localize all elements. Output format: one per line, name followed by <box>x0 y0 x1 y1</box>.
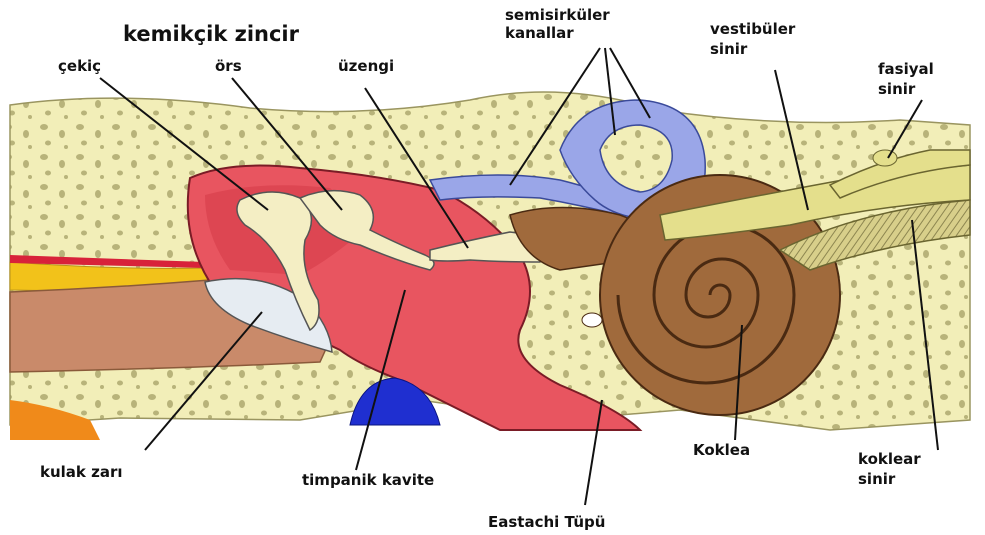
label-koklear-2: sinir <box>858 470 895 488</box>
label-fasiyal-1: fasiyal <box>878 60 934 78</box>
facial-nerve-end <box>873 150 897 166</box>
label-koklear-1: koklear <box>858 450 921 468</box>
label-semisirkuler-2: kanallar <box>505 24 574 42</box>
label-kulak-zari: kulak zarı <box>40 463 123 481</box>
label-cekic: çekiç <box>58 57 101 75</box>
label-koklea: Koklea <box>693 441 750 459</box>
label-uzengi: üzengi <box>338 57 394 75</box>
label-vestibuler-1: vestibüler <box>710 20 795 38</box>
label-eastachi-tupu: Eastachi Tüpü <box>488 513 605 531</box>
label-fasiyal-2: sinir <box>878 80 915 98</box>
label-vestibuler-2: sinir <box>710 40 747 58</box>
label-ors: örs <box>215 57 242 75</box>
label-timpanik-kavite: timpanik kavite <box>302 471 434 489</box>
diagram-title: kemikçik zincir <box>123 22 299 46</box>
round-window <box>582 313 602 327</box>
label-semisirkuler-1: semisirküler <box>505 6 610 24</box>
